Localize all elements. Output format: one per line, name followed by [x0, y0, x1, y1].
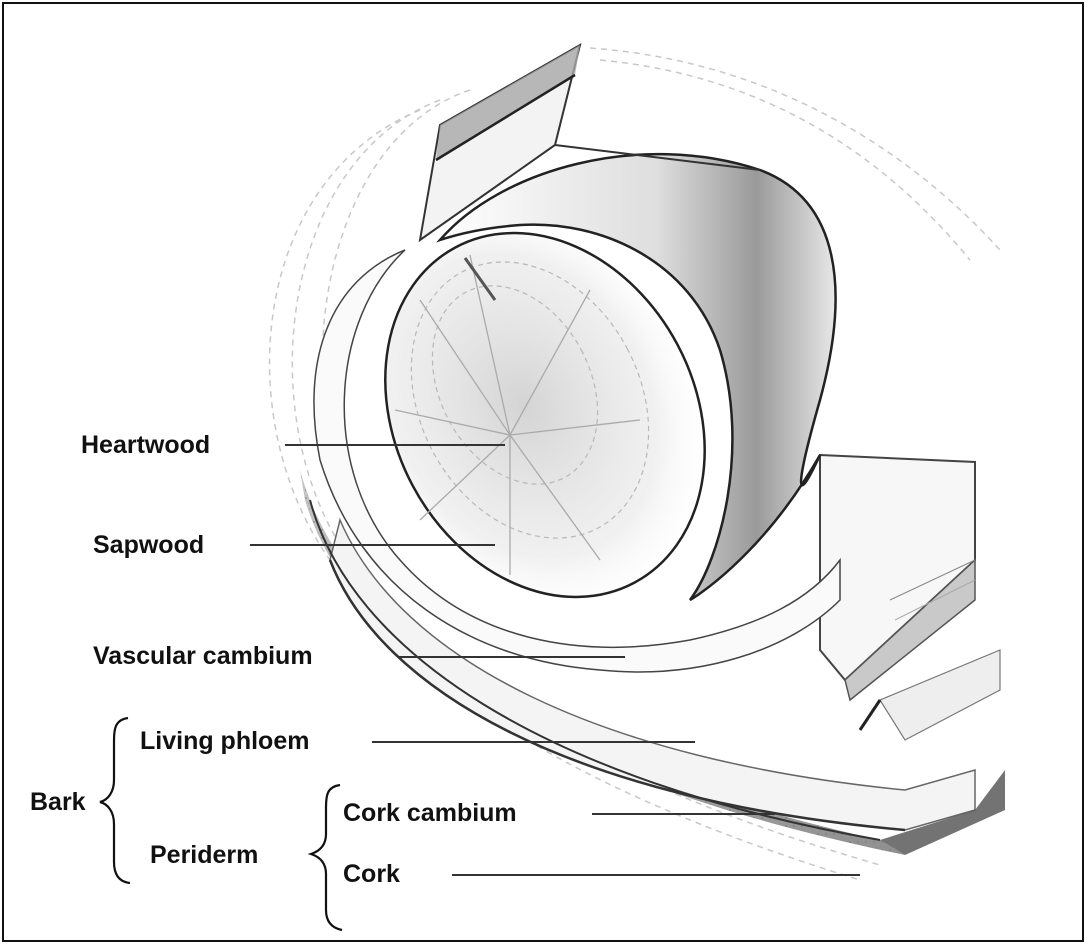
label-sapwood: Sapwood [93, 533, 204, 558]
label-heartwood: Heartwood [81, 433, 210, 458]
sapwood-slab [820, 455, 1000, 740]
label-bark: Bark [30, 790, 86, 815]
bark-bracket [100, 718, 130, 883]
periderm-bracket [311, 785, 342, 930]
label-cork-cambium: Cork cambium [343, 801, 517, 826]
label-periderm: Periderm [150, 843, 258, 868]
label-living-phloem: Living phloem [140, 729, 309, 754]
label-cork: Cork [343, 862, 400, 887]
label-vascular-cambium: Vascular cambium [93, 644, 313, 669]
